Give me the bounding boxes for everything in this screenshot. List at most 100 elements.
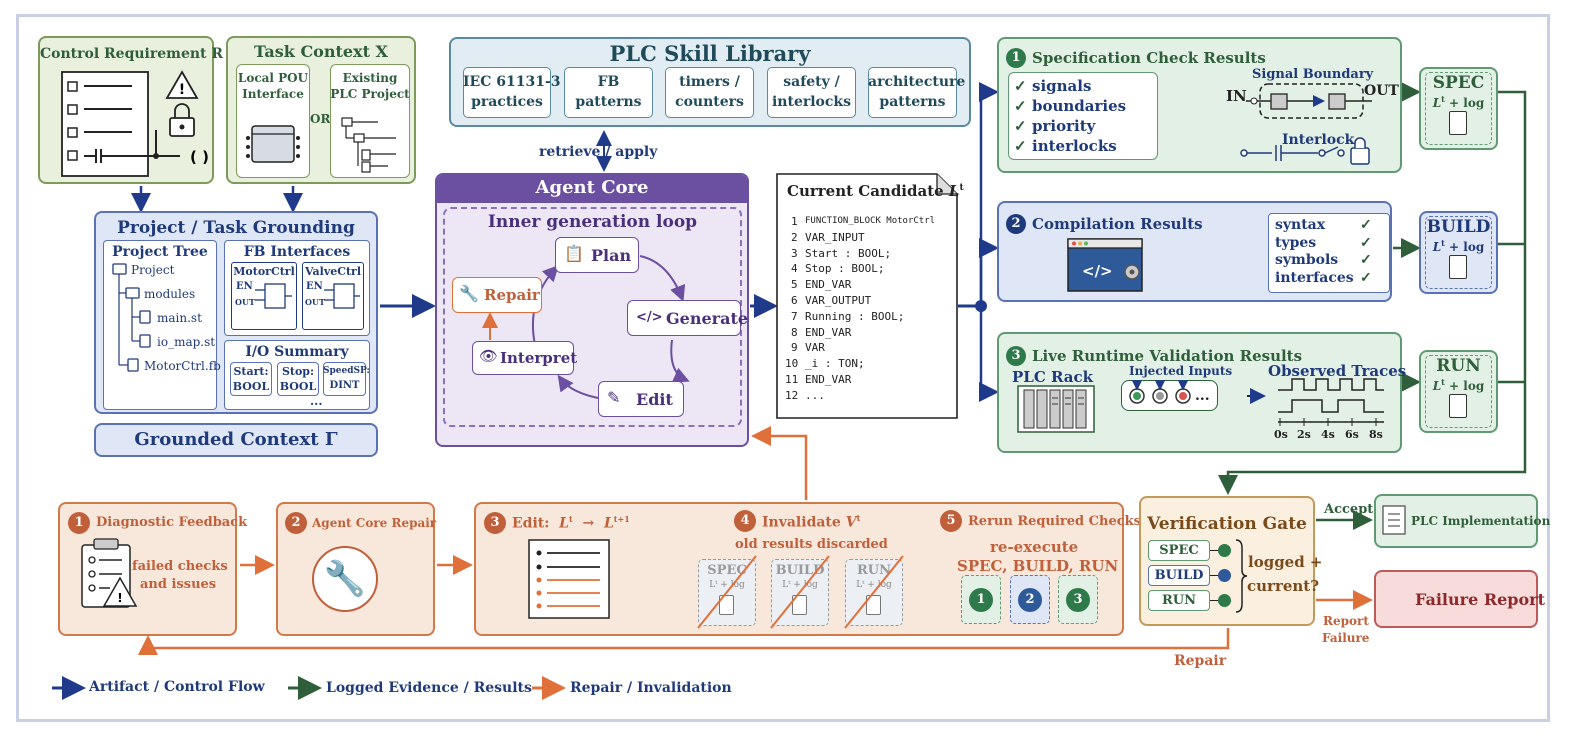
diagnostic-number: 1	[68, 512, 90, 534]
strike-line	[770, 555, 830, 629]
tree-item-modules[interactable]: modules	[144, 287, 196, 301]
gate-connector	[1210, 575, 1220, 576]
gate-item-build[interactable]	[1148, 565, 1210, 586]
accept-label: Accept	[1324, 502, 1374, 517]
evidence-inner-dashed	[1425, 216, 1492, 289]
fb-valvectrl-en: EN	[306, 281, 323, 292]
report-label-2: Failure	[1322, 631, 1370, 645]
loop-step-repair[interactable]	[452, 277, 542, 313]
compilation-check-item: syntax	[1275, 217, 1326, 233]
plc-rack-label: PLC Rack	[1012, 368, 1094, 386]
code-line-text: END_VAR	[805, 278, 852, 292]
existing-plc-label: Existing PLC Project	[330, 71, 410, 101]
check-mark-icon: ✓	[1014, 77, 1027, 95]
task-context-box: Task Context X Local POU Interface OR Ex…	[226, 36, 416, 184]
compilation-check-item: interfaces	[1275, 269, 1354, 286]
gate-item-label: RUN	[1161, 593, 1197, 608]
gate-item-label: BUILD	[1154, 568, 1204, 583]
skill-item-3[interactable]	[767, 67, 856, 118]
inner-loop-box	[443, 207, 742, 427]
evidence-inner-dashed	[1425, 72, 1492, 145]
io-stop-label: Stop:	[281, 365, 315, 378]
gate-item-spec[interactable]	[1148, 540, 1210, 561]
retrieve-apply-label: retrieve / apply	[539, 144, 658, 160]
gate-status-dot	[1218, 594, 1231, 607]
skill-item-line2: patterns	[879, 94, 946, 110]
evidence-title: RUN	[1436, 356, 1481, 376]
skill-item-1[interactable]	[564, 67, 653, 118]
grounded-context-box	[94, 423, 378, 457]
evidence-sup: t	[1441, 377, 1445, 387]
spec-check-number: 1	[1006, 48, 1026, 68]
code-icon: </>	[636, 310, 663, 325]
tree-item-main-st[interactable]: main.st	[157, 311, 202, 325]
loop-step-interpret[interactable]	[472, 341, 574, 375]
trace-tick-label: 4s	[1321, 428, 1335, 441]
legend-repair: Repair / Invalidation	[570, 680, 732, 696]
wrench-icon: 🔧	[459, 284, 479, 303]
tree-item-project[interactable]: Project	[131, 263, 175, 277]
spec-check-item: signals	[1032, 77, 1092, 95]
io-speedsp-label: SpeedSP:	[323, 366, 370, 376]
tree-item-io-map[interactable]: io_map.st	[157, 335, 216, 349]
diagnostic-text-1: failed checks	[132, 559, 228, 574]
evidence-box-spec[interactable]	[1419, 67, 1498, 150]
spec-check-item: boundaries	[1032, 97, 1127, 115]
arrow-invalidate-core	[751, 426, 808, 500]
pencil-icon: ✎	[607, 388, 621, 407]
code-line-number: 2	[791, 230, 798, 244]
evidence-sym: L	[1432, 379, 1442, 393]
local-pou-label: Local POU Interface	[237, 71, 309, 101]
gate-item-run[interactable]	[1148, 590, 1210, 611]
signal-boundary-label: Signal Boundary	[1252, 67, 1374, 82]
rerun-number: 5	[940, 510, 962, 532]
svg-text:</>: </>	[1082, 262, 1113, 280]
code-line-number: 12	[785, 388, 799, 402]
spec-checklist	[1008, 72, 1158, 160]
code-line-number: 4	[791, 262, 798, 276]
loop-step-generate[interactable]	[627, 300, 741, 336]
in-label: IN	[1226, 87, 1247, 105]
code-line-text: ...	[805, 388, 825, 402]
code-line-text: END_VAR	[805, 373, 852, 386]
evidence-box-run[interactable]	[1419, 350, 1498, 433]
evidence-title: BUILD	[1426, 217, 1491, 237]
control-requirement-title: Control Requirement R	[40, 46, 224, 62]
tree-item-motorctrl-fb[interactable]: MotorCtrl.fb	[144, 359, 221, 373]
discarded-title: SPEC	[707, 563, 747, 578]
invalidate-subtitle: old results discarded	[735, 537, 888, 552]
or-label: OR	[310, 112, 331, 126]
evidence-box-build[interactable]	[1419, 211, 1498, 294]
project-tree-title: Project Tree	[112, 244, 208, 260]
io-speedsp-type: DINT	[329, 380, 360, 391]
discarded-sub: Lᵗ + log	[782, 580, 818, 590]
loop-step-plan[interactable]	[555, 237, 639, 273]
gate-item-label: SPEC	[1159, 543, 1199, 558]
loop-step-edit[interactable]	[598, 381, 684, 417]
skill-item-4[interactable]	[868, 67, 957, 118]
gate-connector	[1210, 550, 1220, 551]
check-mark-icon: ✓	[1014, 137, 1027, 155]
interpret-label: Interpret	[500, 349, 578, 367]
plc-implementation-label: PLC Implementation	[1411, 514, 1551, 528]
core-repair-number: 2	[285, 512, 307, 534]
wrench-circle-icon: 🔧	[312, 546, 378, 612]
evidence-subtitle: Lt + log	[1419, 94, 1498, 110]
code-line-text: VAR_OUTPUT	[805, 294, 872, 307]
skill-item-0[interactable]	[463, 67, 551, 118]
plan-label: Plan	[591, 246, 632, 265]
fb-block-motorctrl	[231, 262, 297, 330]
gate-status-dot	[1218, 569, 1231, 582]
failure-report-box[interactable]	[1374, 570, 1538, 628]
compilation-number: 2	[1006, 214, 1026, 234]
spec-check-item: interlocks	[1032, 137, 1117, 155]
rerun-title: Rerun Required Checks	[968, 514, 1141, 529]
spec-check-item: priority	[1032, 117, 1096, 135]
gate-connector	[1210, 600, 1220, 601]
skill-item-2[interactable]	[665, 67, 754, 118]
